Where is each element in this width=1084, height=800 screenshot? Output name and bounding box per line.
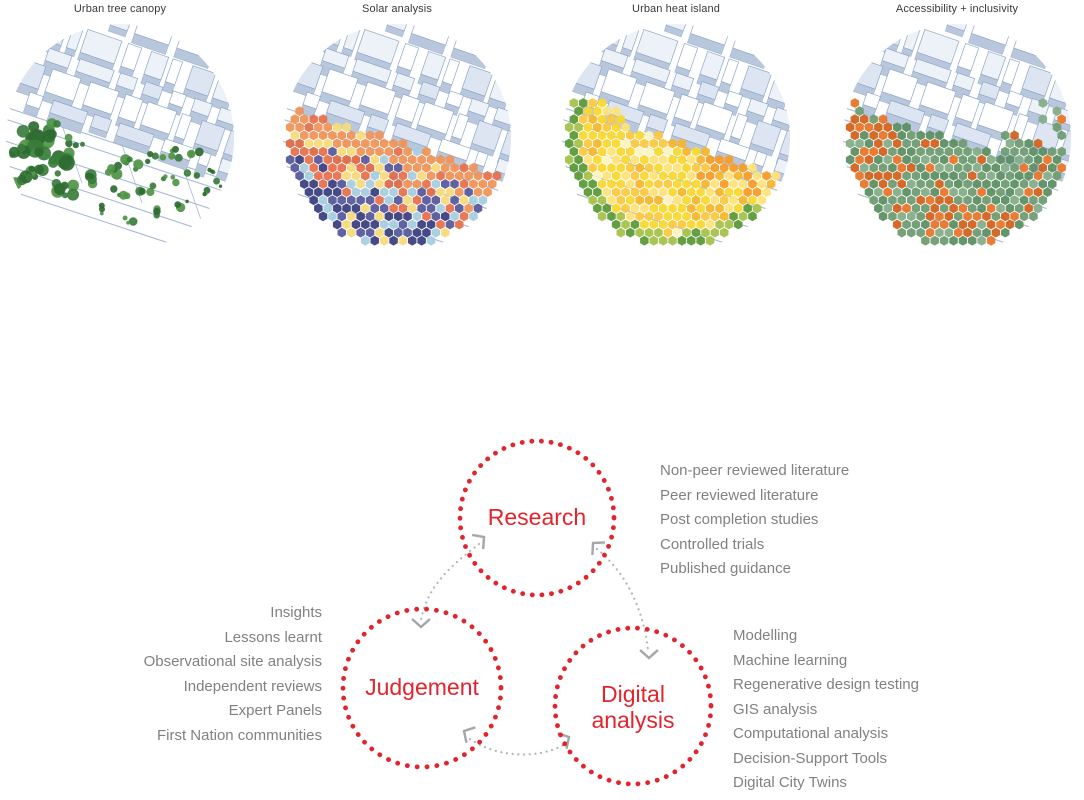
digital-analysis-label-line2: analysis	[591, 707, 674, 733]
list-item: Non-peer reviewed literature	[660, 462, 850, 479]
panel-title: Solar analysis	[362, 3, 432, 15]
judgement-circle	[340, 606, 504, 770]
list-item: Computational analysis	[733, 725, 889, 742]
list-item: GIS analysis	[733, 700, 818, 718]
research-circle	[457, 438, 617, 598]
judgement-label: Judgement	[365, 674, 479, 700]
list-item: Digital City Twins	[733, 774, 847, 791]
research-label: Research	[488, 504, 586, 530]
panel-urban-tree-canopy: Urban tree canopy	[5, 0, 235, 262]
list-item: Controlled trials	[660, 535, 765, 553]
panel-title: Urban tree canopy	[73, 3, 167, 15]
list-item: First Nation communities	[156, 726, 322, 744]
list-item: Independent reviews	[183, 677, 322, 695]
list-item: Regenerative design testing	[733, 676, 919, 693]
panel-image-solar-analysis	[283, 24, 511, 252]
list-item: Insights	[270, 604, 322, 621]
list-item: Modelling	[733, 627, 798, 644]
panel-image-accessibility-inclusivity	[843, 24, 1071, 252]
list-item: Expert Panels	[228, 702, 322, 719]
panel-solar-analysis: Solar analysis	[282, 0, 512, 262]
list-item: Post completion studies	[660, 511, 819, 528]
list-item: Published guidance	[660, 560, 791, 577]
panel-accessibility-inclusivity: Accessibility + inclusivity	[842, 0, 1072, 262]
list-item: Lessons learnt	[224, 628, 322, 646]
list-item: Decision-Support Tools	[733, 749, 887, 767]
panel-title: Urban heat island	[632, 3, 720, 15]
panel-image-urban-tree-canopy	[6, 24, 234, 252]
digital-analysis-circle	[552, 625, 714, 787]
panel-image-urban-heat-island	[562, 24, 790, 252]
panel-urban-heat-island: Urban heat island	[561, 0, 791, 262]
list-item: Observational site analysis	[143, 653, 322, 670]
digital-analysis-label-line1: Digital	[601, 681, 665, 707]
list-item: Peer reviewed literature	[660, 486, 819, 504]
list-item: Machine learning	[733, 651, 848, 669]
analysis-panels: Urban tree canopy Solar analysis Urban hea…	[0, 0, 1084, 270]
panel-title: Accessibility + inclusivity	[895, 3, 1019, 15]
